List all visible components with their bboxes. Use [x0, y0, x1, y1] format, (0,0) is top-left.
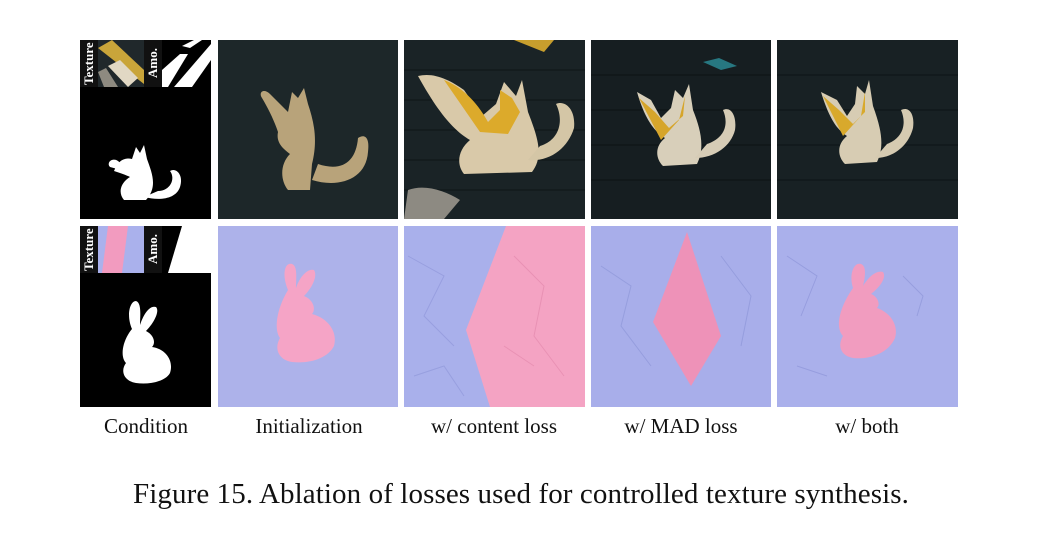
- cat-silhouette-icon: [114, 145, 154, 200]
- both-panel-rabbit: [777, 226, 958, 407]
- column-label-both: w/ both: [835, 414, 899, 438]
- content-loss-panel-rabbit: [404, 226, 585, 407]
- init-panel-cat: [218, 40, 398, 219]
- texture-swatch-2: [98, 226, 144, 273]
- rabbit-mask: [80, 273, 211, 407]
- amodal-swatch-1: [162, 40, 211, 87]
- column-label-initialization: Initialization: [255, 414, 363, 438]
- condition-panel-rabbit: Texture Amo.: [80, 226, 211, 407]
- column-label-condition: Condition: [103, 414, 188, 438]
- condition-panel-cat: Texture Amo.: [80, 40, 211, 219]
- cat-mask: [80, 87, 211, 219]
- amodal-swatch-2: [162, 226, 211, 273]
- texture-tag-2: Texture: [80, 226, 98, 273]
- amodal-tag-1: Amo.: [144, 40, 162, 87]
- figure-caption: Figure 15. Ablation of losses used for c…: [133, 478, 909, 510]
- rabbit-silhouette-icon: [122, 301, 172, 384]
- mad-loss-panel-rabbit: [591, 226, 771, 407]
- content-loss-panel-cat: [404, 40, 585, 219]
- texture-swatch-1: [98, 40, 144, 87]
- init-panel-rabbit: [218, 226, 398, 407]
- column-label-mad-loss: w/ MAD loss: [624, 414, 738, 438]
- mad-loss-panel-cat: [591, 40, 771, 219]
- both-panel-cat: [777, 40, 958, 219]
- texture-tag-1: Texture: [80, 40, 98, 87]
- amodal-tag-2: Amo.: [144, 226, 162, 273]
- column-label-content-loss: w/ content loss: [431, 414, 557, 438]
